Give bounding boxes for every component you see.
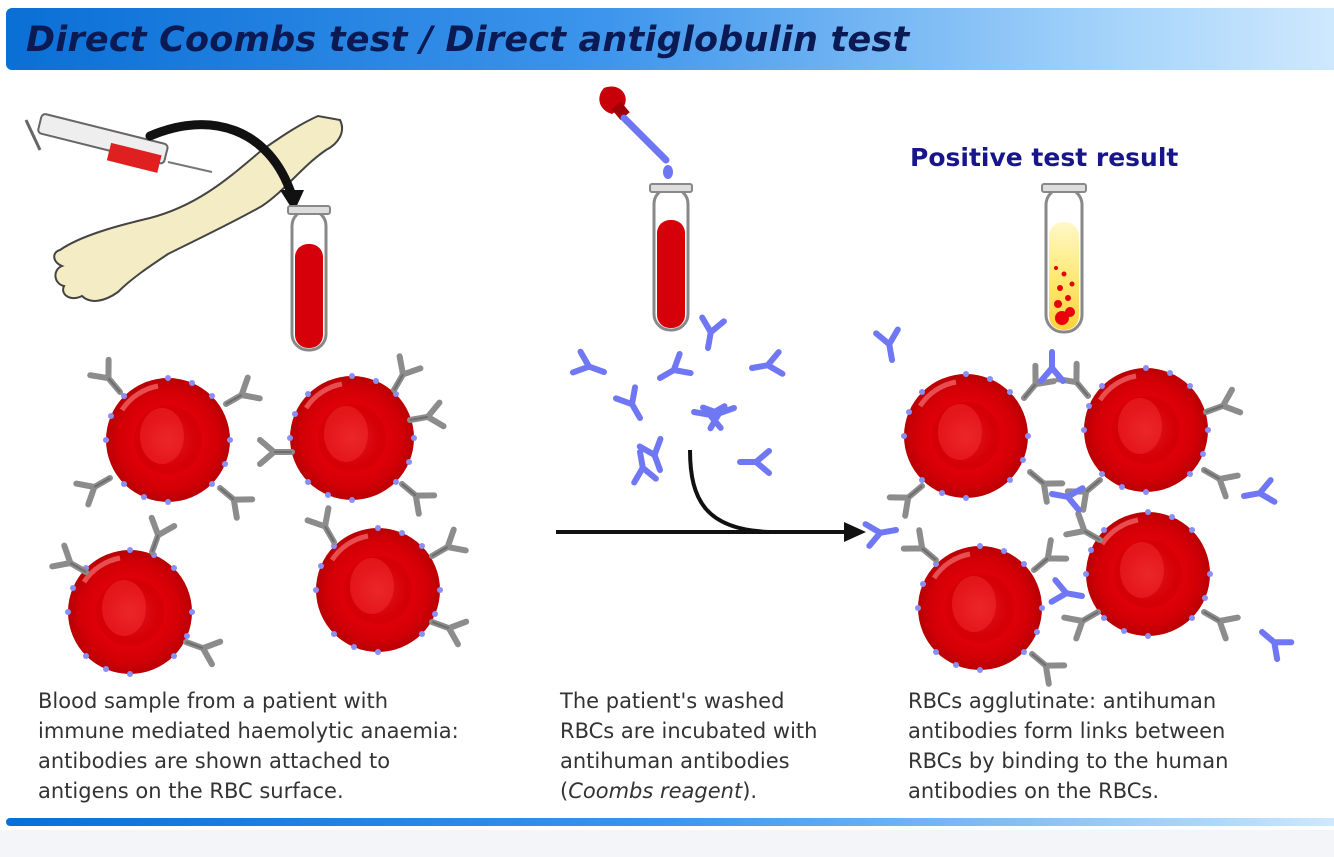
draw-blood-arrow [145, 120, 297, 201]
caption-left: Blood sample from a patient with immune … [38, 686, 459, 806]
figure-title: Direct Coombs test / Direct antiglobulin… [26, 20, 910, 60]
caption-line: antibodies are shown attached to [38, 749, 391, 773]
caption-line: immune mediated haemolytic anaemia: [38, 719, 459, 743]
blood-tube-icon [287, 205, 331, 352]
syringe-icon [24, 113, 213, 173]
caption-open-paren: ( [560, 779, 569, 803]
caption-line: antihuman antibodies [560, 749, 790, 773]
caption-line: RBCs are incubated with [560, 719, 818, 743]
caption-line: RBCs by binding to the human [908, 749, 1229, 773]
incubation-arrow [556, 449, 866, 542]
caption-close-paren: ). [742, 779, 758, 803]
caption-line: antibodies form links between [908, 719, 1226, 743]
caption-line: The patient's washed [560, 689, 785, 713]
caption-middle: The patient's washed RBCs are incubated … [560, 686, 817, 806]
rbc-cluster-agglutinated [866, 330, 1292, 684]
positive-tube-icon [1041, 183, 1087, 334]
caption-line: RBCs agglutinate: antihuman [908, 689, 1217, 713]
coombs-reagent-label: Coombs reagent [568, 779, 743, 803]
caption-right: RBCs agglutinate: antihuman antibodies f… [908, 686, 1228, 806]
antihuman-antibody-icons [573, 318, 782, 483]
caption-line: antigens on the RBC surface. [38, 779, 344, 803]
positive-result-label: Positive test result [910, 143, 1179, 172]
rbc-cluster-left [52, 356, 466, 677]
blood-tube-icon [649, 183, 693, 332]
caption-line-reagent: (Coombs reagent). [560, 776, 817, 806]
caption-line: antibodies on the RBCs. [908, 779, 1160, 803]
diagram-illustration [24, 86, 1334, 830]
dropper-icon [599, 86, 673, 179]
caption-line: Blood sample from a patient with [38, 689, 389, 713]
title-bar: Direct Coombs test / Direct antiglobulin… [6, 8, 1334, 70]
bottom-divider [6, 818, 1334, 826]
figure: Direct Coombs test / Direct antiglobulin… [0, 0, 1334, 830]
